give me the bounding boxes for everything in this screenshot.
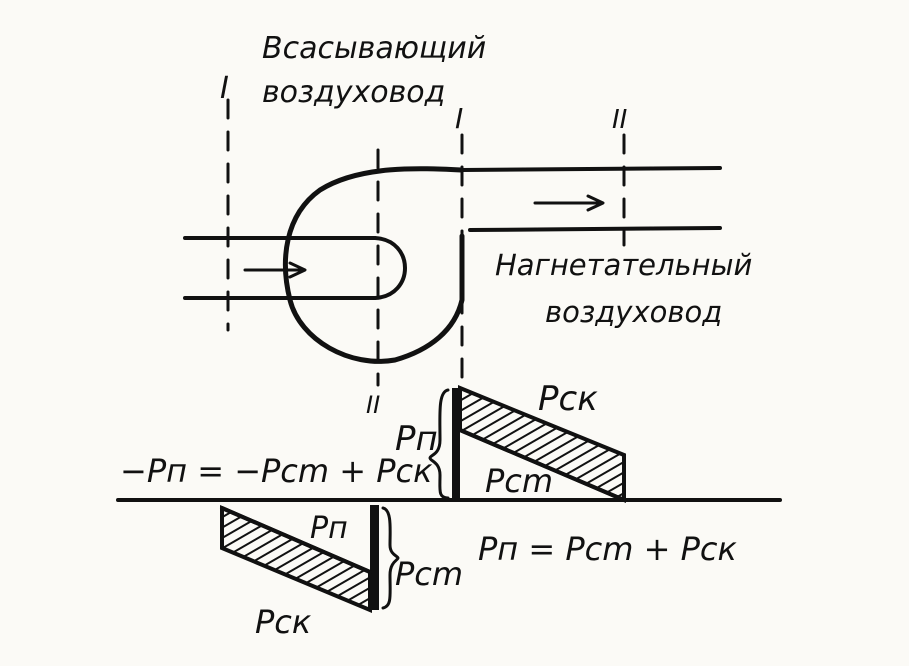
section-I-right-label: I bbox=[455, 102, 463, 135]
fan-volute bbox=[283, 166, 465, 364]
suction-duct-label-line2: воздуховод bbox=[262, 75, 445, 110]
formula-right: Pп = Pcm + Pск bbox=[478, 530, 737, 568]
section-I-left-label: I bbox=[220, 71, 229, 106]
pck-label-lower: Pск bbox=[255, 603, 312, 641]
pcm-label-lower: Pcm bbox=[395, 555, 463, 593]
suction-inlet-end bbox=[373, 236, 407, 300]
discharge-duct-bottom-wall bbox=[468, 226, 722, 232]
section-II-right-label: II bbox=[612, 105, 627, 135]
pn-label-upper: Pп bbox=[395, 419, 438, 459]
suction-duct-label-line1: Всасывающий bbox=[262, 31, 486, 66]
suction-arrowhead bbox=[288, 261, 307, 279]
dynamic-pressure-band-left bbox=[220, 504, 372, 614]
pcm-brace-lower bbox=[381, 506, 400, 610]
discharge-duct-top-wall bbox=[460, 166, 722, 172]
pn-label-lower: Pп bbox=[310, 511, 348, 546]
pn-brace-upper bbox=[428, 388, 450, 500]
discharge-duct-label-line2: воздуховод bbox=[545, 295, 722, 329]
static-pressure-line-left bbox=[220, 506, 372, 574]
total-pressure-bar-right bbox=[452, 388, 460, 500]
discharge-arrowhead bbox=[586, 194, 605, 212]
section-II-bottom-label: II bbox=[366, 391, 380, 419]
pck-label-upper: Pск bbox=[538, 379, 598, 419]
total-pressure-bar-left bbox=[370, 505, 379, 610]
static-pressure-line-right bbox=[458, 428, 626, 502]
discharge-duct-label-line1: Нагнетательный bbox=[495, 248, 752, 282]
formula-left: −Pп = −Pcm + Pск bbox=[120, 452, 433, 490]
pcm-label-upper: Pcm bbox=[485, 462, 553, 500]
